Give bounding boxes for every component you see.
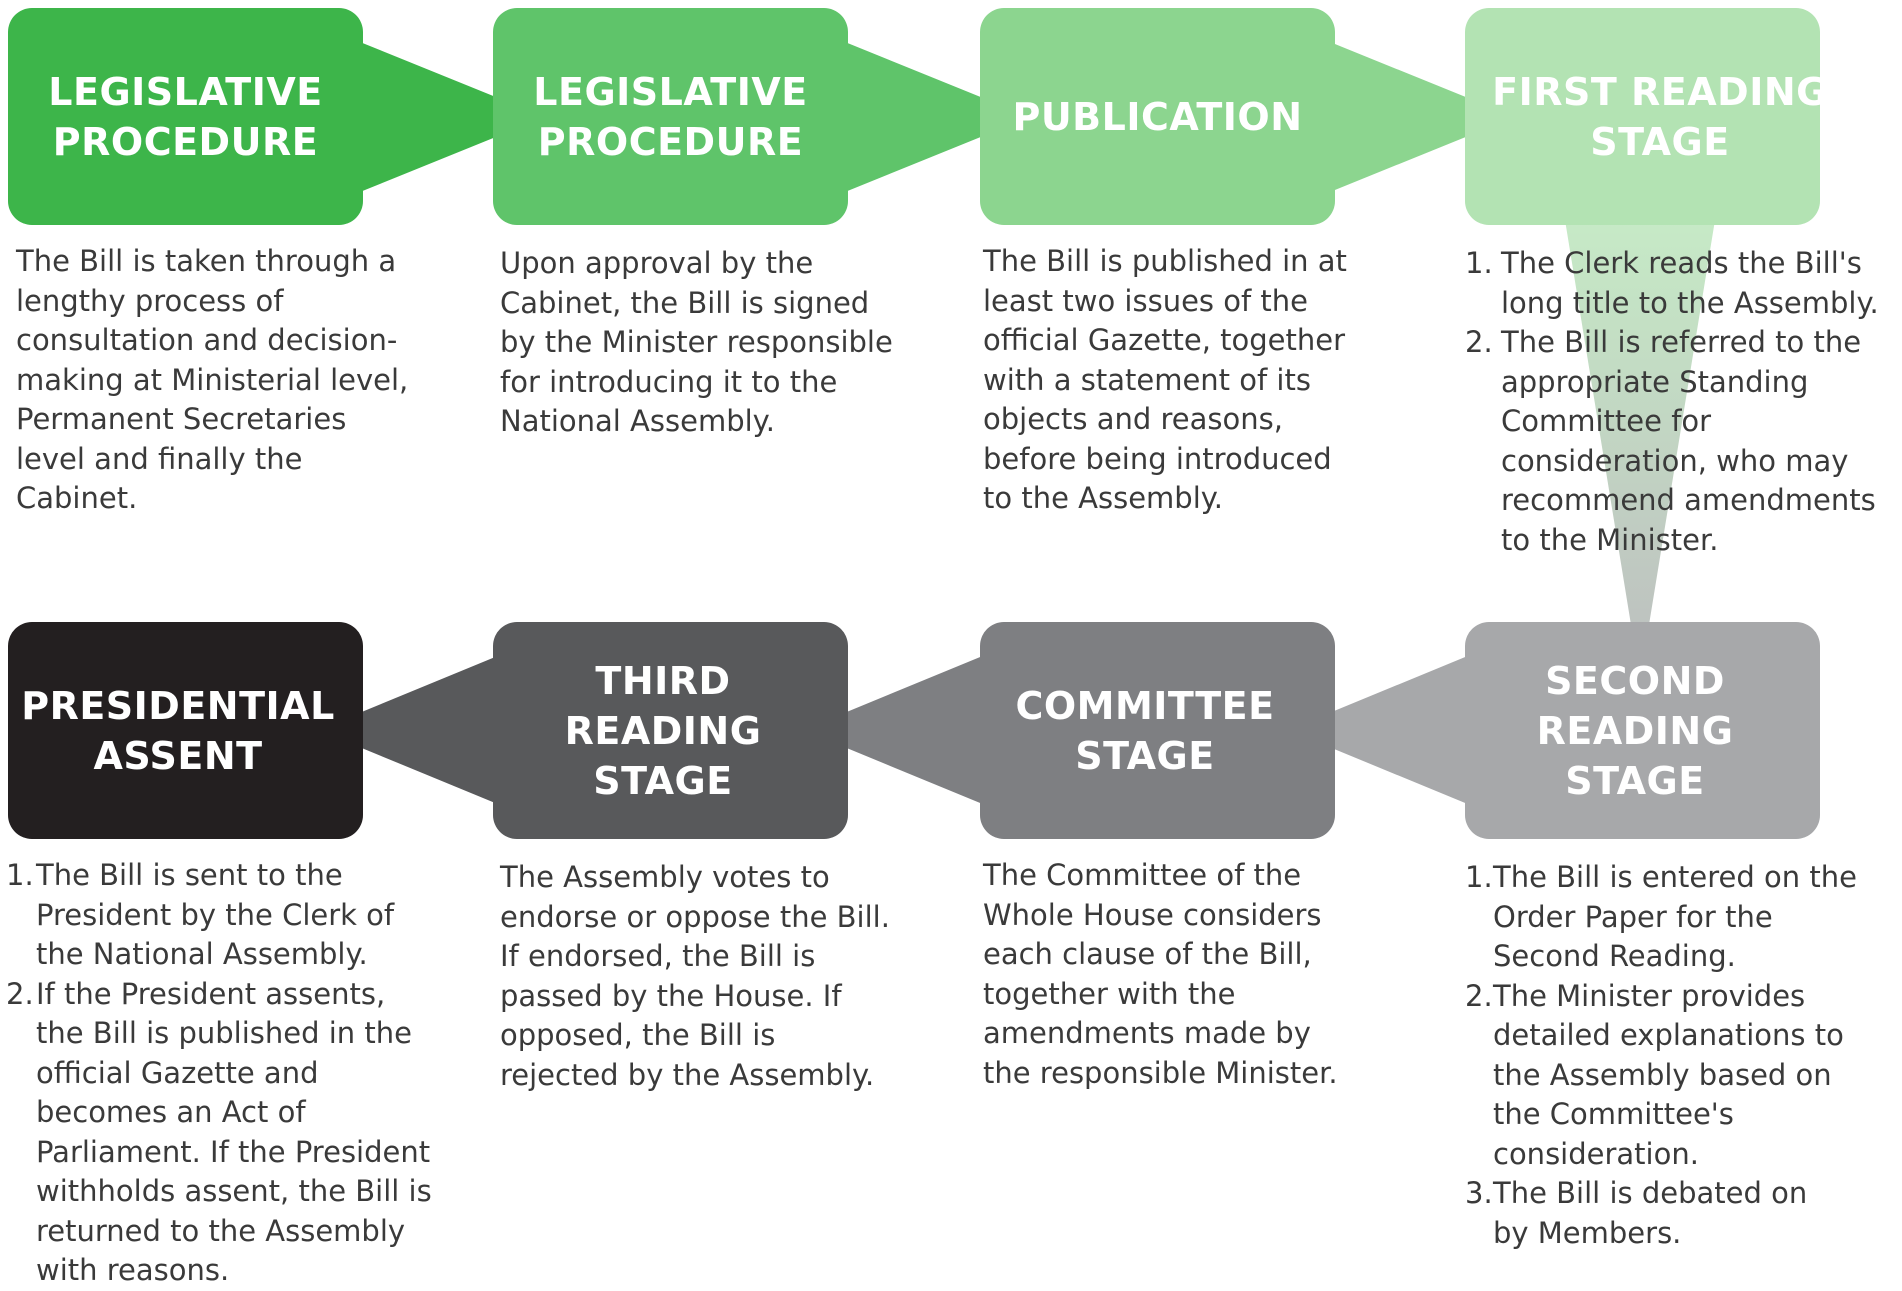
arrow-step1-to-step2 [360,42,545,192]
step-2-title: LEGISLATIVE PROCEDURE [533,69,808,164]
step-7-title: THIRD READING STAGE [564,658,762,803]
step-5-title: SECOND READING STAGE [1536,658,1734,803]
step-7-paragraph: The Assembly votes to endorse or oppose … [500,860,890,1092]
step-1-description: The Bill is taken through a lengthy proc… [16,242,456,519]
arrow-step7-to-step8 [318,655,500,805]
list-item: 2.The Minister provides detailed explana… [1465,978,1844,1171]
list-item: 3.The Bill is debated on by Members. [1465,1176,1808,1250]
step-4-title: FIRST READING STAGE [1492,69,1828,164]
step-7-description: The Assembly votes to endorse or oppose … [500,858,940,1095]
step-2-description: Upon approval by the Cabinet, the Bill i… [500,244,940,442]
step-5-list: 1.The Bill is entered on the Order Paper… [1465,858,1901,1253]
step-6-description: The Committee of the Whole House conside… [983,856,1423,1093]
step-4-list: 1.The Clerk reads the Bill's long title … [1465,244,1901,560]
step-5-box [1465,622,1820,839]
step-3-title: PUBLICATION [1012,94,1303,139]
list-item: 1.The Bill is entered on the Order Paper… [1465,860,1857,973]
arrow-step4-to-step5 [1565,220,1715,680]
list-item: 1.The Bill is sent to the President by t… [6,858,395,971]
list-item-text: The Clerk reads the Bill's long title to… [1501,246,1879,320]
step-8-list: 1.The Bill is sent to the President by t… [6,856,456,1291]
step-2-box [493,8,848,225]
step-1-box [8,8,363,225]
step-6-paragraph: The Committee of the Whole House conside… [983,858,1338,1090]
step-1-paragraph: The Bill is taken through a lengthy proc… [16,244,409,515]
step-6-box [980,622,1335,839]
list-item-text: The Bill is entered on the Order Paper f… [1493,860,1857,973]
arrow-step2-to-step3 [845,42,1030,192]
arrow-step6-to-step7 [803,655,985,805]
arrow-step5-to-step6 [1288,655,1470,805]
list-item-text: The Minister provides detailed explanati… [1493,978,1844,1171]
step-8-box [8,622,363,839]
arrow-step3-to-step4 [1330,42,1515,192]
list-item-text: If the President assents, the Bill is pu… [36,976,432,1288]
step-3-description: The Bill is published in at least two is… [983,242,1423,519]
step-4-box [1465,8,1820,225]
step-6-title: COMMITTEE STAGE [1015,683,1275,778]
step-8-title: PRESIDENTIAL ASSENT [21,683,335,778]
step-1-title: LEGISLATIVE PROCEDURE [48,69,323,164]
step-3-box [980,8,1335,225]
step-8-description: 1.The Bill is sent to the President by t… [6,856,456,1291]
step-5-description: 1.The Bill is entered on the Order Paper… [1465,858,1901,1253]
list-item: 2.The Bill is referred to the appropriat… [1465,325,1876,557]
list-item: 1.The Clerk reads the Bill's long title … [1465,246,1879,320]
step-4-description: 1.The Clerk reads the Bill's long title … [1465,244,1901,560]
list-item-text: The Bill is debated on by Members. [1493,1176,1808,1250]
list-item-text: The Bill is sent to the President by the… [36,858,395,971]
step-2-paragraph: Upon approval by the Cabinet, the Bill i… [500,246,893,438]
step-3-paragraph: The Bill is published in at least two is… [983,244,1347,515]
step-7-box [493,622,848,839]
list-item: 2.If the President assents, the Bill is … [6,976,432,1288]
list-item-text: The Bill is referred to the appropriate … [1501,325,1876,557]
